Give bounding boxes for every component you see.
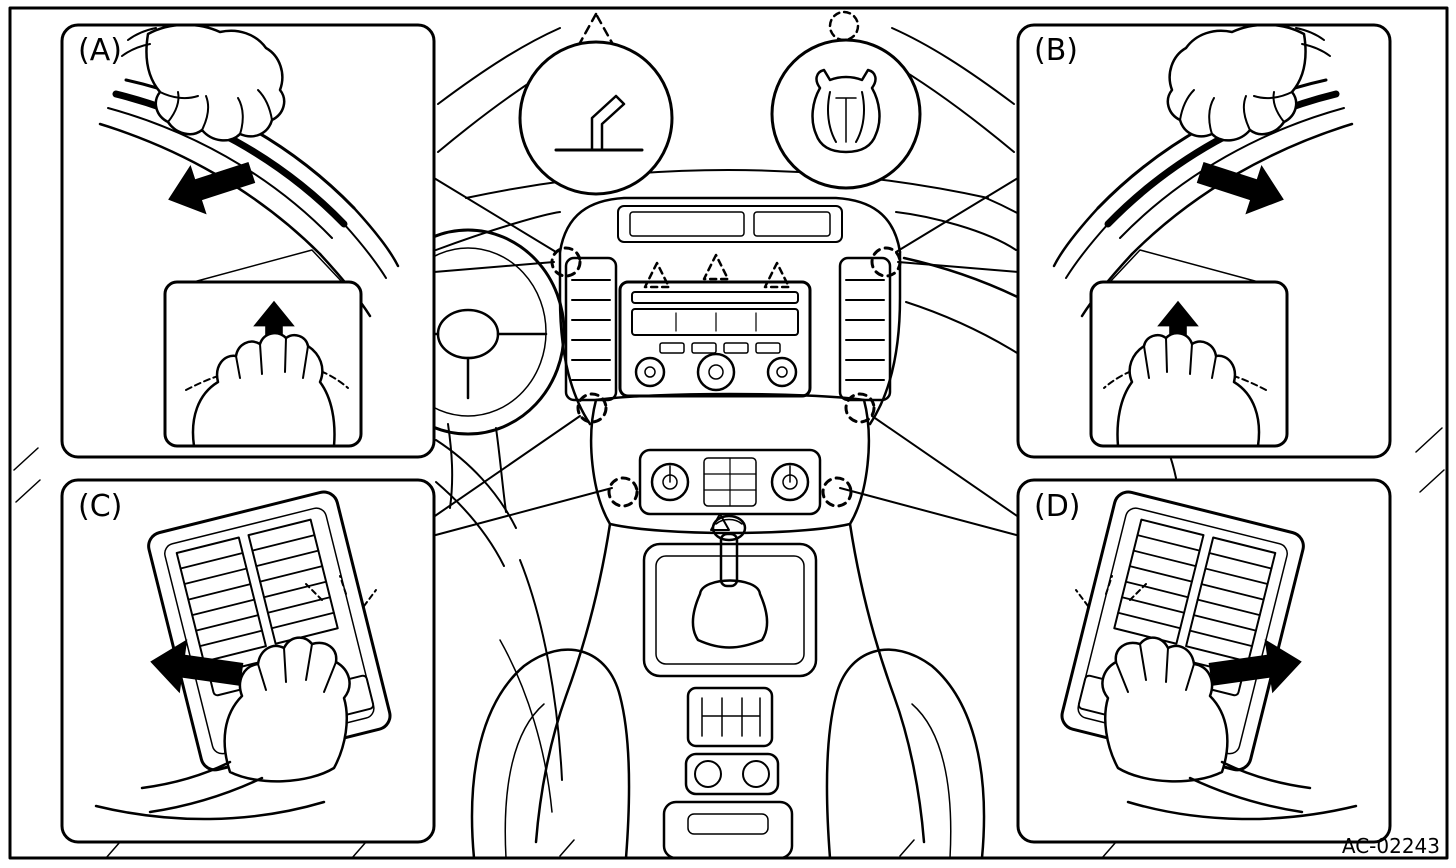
left-vent [564,256,618,402]
box-clip-icon [770,10,922,190]
inset-d [1018,480,1390,842]
audio-unit [618,280,812,398]
front-seats [470,648,986,860]
hvac-panel [638,448,822,516]
inset-b-label: (B) [1034,33,1078,68]
inset-d-label: (D) [1034,489,1081,524]
inset-a [62,25,434,457]
clip-marker-circle [607,476,639,508]
figure-code: AC-02243 [1341,834,1440,858]
clip-marker-circle [844,392,876,424]
clip-marker-circle [576,392,608,424]
inset-c-label: (C) [78,489,123,524]
inset-c [62,480,434,842]
right-vent [838,256,892,402]
clip-marker-triangle [763,261,791,289]
leader-lines [431,177,1021,537]
clip-marker-triangle [702,253,730,281]
clip-marker-circle [870,246,902,278]
inset-a-label: (A) [78,33,122,68]
clip-marker-triangle [643,261,671,289]
shifter-console [642,514,818,860]
clip-marker-circle [550,246,582,278]
clip-location-markers [550,246,902,508]
clip-marker-circle [821,476,853,508]
legend [518,10,922,196]
inset-b [1018,25,1390,457]
triangle-clip-icon [518,12,674,196]
